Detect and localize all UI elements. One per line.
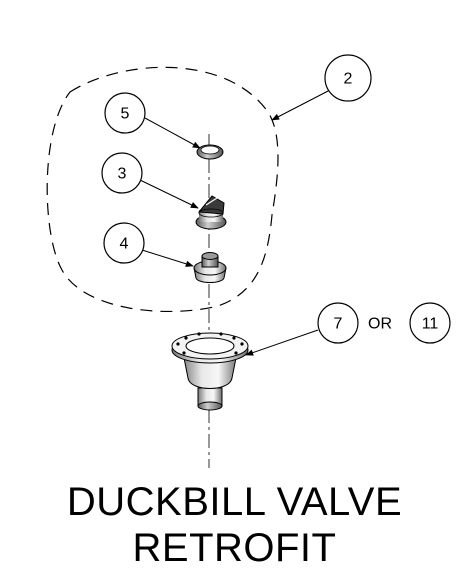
flanged-body-part [171, 332, 249, 411]
callout-or-text: OR [368, 316, 392, 333]
callout-7-label: 7 [334, 316, 343, 333]
callout-2: 2 [271, 54, 372, 121]
duckbill-part [195, 195, 227, 230]
callout-3: 3 [101, 152, 199, 209]
callout-11-label: 11 [422, 316, 439, 333]
callout-4-label: 4 [120, 236, 129, 253]
callout-7-or-11: 7 OR 11 [245, 302, 451, 356]
callout-5-label: 5 [121, 106, 130, 123]
callout-3-label: 3 [118, 166, 127, 183]
subassembly-boundary [46, 66, 279, 313]
drawing-title-line-1: DUCKBILL VALVE [66, 480, 403, 524]
insert-part [193, 252, 227, 283]
callout-2-label: 2 [344, 71, 353, 88]
drawing-title-line-2: RETROFIT [132, 526, 337, 570]
seal-ring-part [196, 144, 224, 160]
callout-4: 4 [103, 222, 194, 267]
callout-5: 5 [104, 92, 201, 149]
